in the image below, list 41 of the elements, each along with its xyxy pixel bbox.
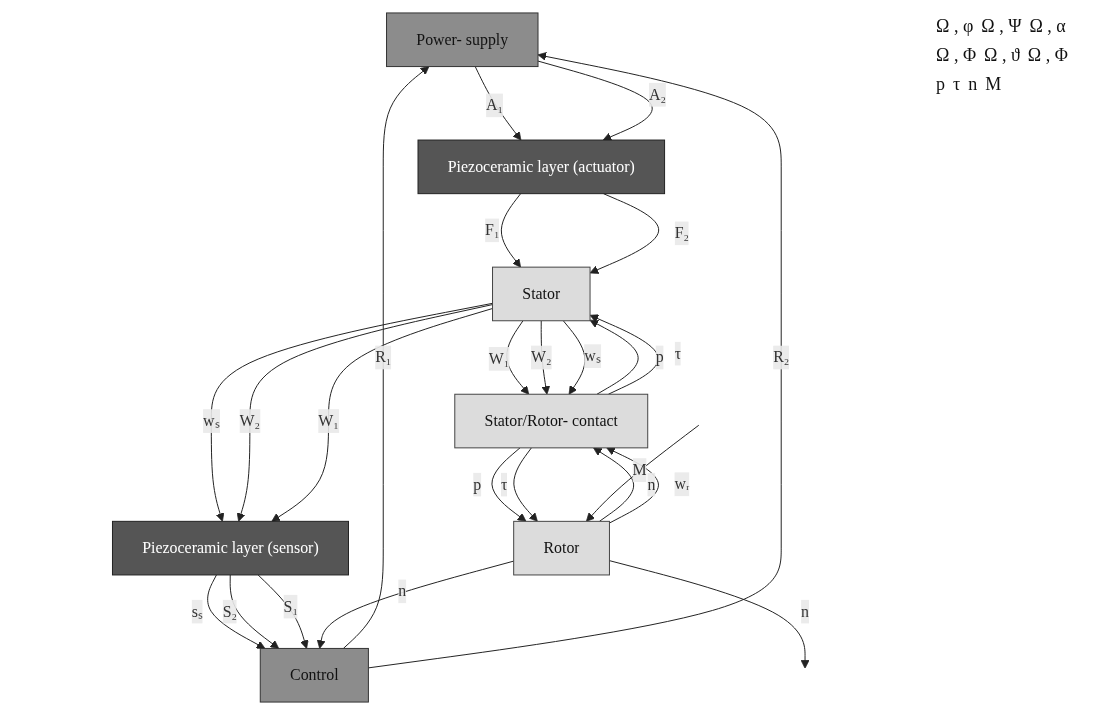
edge-label: S₂	[222, 602, 237, 620]
edge-label: W₁	[488, 349, 510, 367]
edge-label: n	[647, 475, 656, 493]
edge-label: R₁	[374, 348, 392, 366]
edge-label: M	[632, 461, 647, 478]
edge-label: W₁	[318, 412, 339, 429]
edge-label: F₂	[674, 224, 689, 242]
edge-label: p	[472, 475, 481, 493]
node-box: Piezoceramic layer (actuator)	[417, 139, 665, 195]
edge-label: p	[655, 348, 664, 366]
edge-label: n	[800, 602, 809, 620]
edge-label: W₂	[530, 348, 552, 366]
node-box: Control	[259, 647, 369, 703]
edge-label: τ	[674, 344, 681, 362]
edge-label: sₛ	[191, 602, 203, 620]
edge-label: n	[398, 582, 406, 600]
edge-label: S₁	[283, 597, 298, 615]
node-box: Power- supply	[385, 12, 539, 68]
signal-label: Ω , φ	[936, 16, 974, 37]
signal-label: Ω , Φ	[936, 45, 977, 66]
edge-label: τ	[500, 475, 508, 493]
edge-label: F₁	[484, 221, 500, 239]
signal-label: Ω , α	[1029, 16, 1066, 37]
edge-label: wₛ	[202, 412, 220, 429]
node-box: Rotor	[512, 520, 610, 576]
edge-label: A₂	[648, 85, 666, 103]
signal-label: Ω , ϑ	[984, 45, 1020, 66]
edge-label: R₂	[772, 348, 790, 366]
edge-label: A₁	[485, 96, 503, 114]
edge-label: wₛ	[583, 347, 601, 365]
node-box: Stator	[491, 266, 591, 322]
signal-label: M	[985, 74, 1002, 95]
edge-label: wᵣ	[674, 475, 690, 493]
signal-label: τ	[953, 74, 961, 95]
signal-label: Ω , Φ	[1027, 45, 1068, 66]
signal-label: p	[936, 74, 945, 95]
edge-label: W₂	[239, 412, 260, 429]
node-box: Piezoceramic layer (sensor)	[111, 520, 349, 576]
node-box: Stator/Rotor- contact	[454, 393, 648, 449]
signal-label: Ω , Ψ	[981, 16, 1022, 37]
signal-label: n	[968, 74, 978, 95]
